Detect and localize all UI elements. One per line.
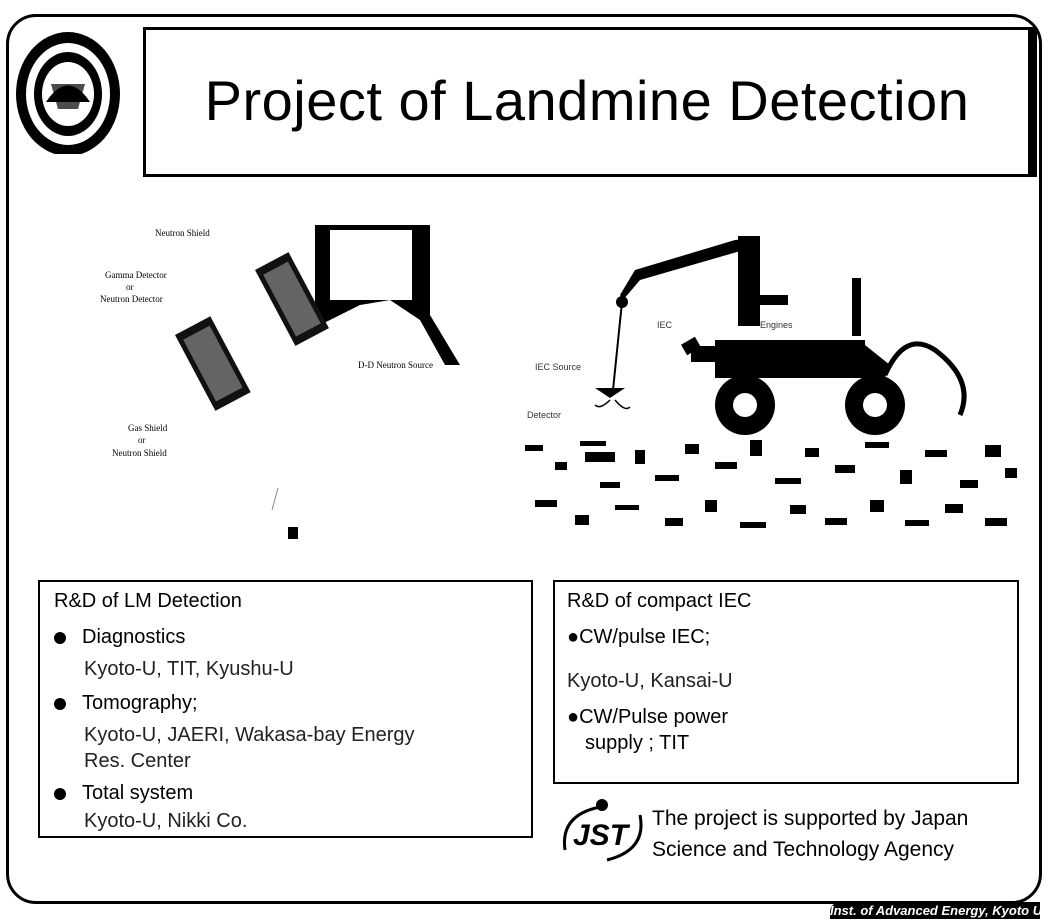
institute-footer: Inst. of Advanced Energy, Kyoto Univ. xyxy=(830,902,1040,919)
vehicle-svg xyxy=(515,236,1023,540)
item-diagnostics: Diagnostics xyxy=(54,626,185,649)
support-line-1: The project is supported by Japan xyxy=(652,807,969,830)
cw-pulse-power-detail: supply ; TIT xyxy=(585,732,690,754)
slide-title: Project of Landmine Detection xyxy=(204,69,970,132)
item-total-system: Total system xyxy=(54,782,193,805)
label-or-1: or xyxy=(126,282,134,292)
label-engines: Engines xyxy=(760,320,793,330)
label-neutron-shield-bottom: Neutron Shield xyxy=(112,448,167,458)
support-line-2: Science and Technology Agency xyxy=(652,838,954,861)
label-iec: IEC xyxy=(657,320,673,330)
label-or-2: or xyxy=(138,435,146,445)
item-diagnostics-label: Diagnostics xyxy=(82,626,186,648)
bullet-icon xyxy=(54,631,66,644)
compact-iec-box: R&D of compact IEC ●CW/pulse IEC; Kyoto-… xyxy=(553,580,1019,784)
item-total-system-label: Total system xyxy=(82,782,194,804)
bullet-icon xyxy=(54,697,66,710)
bullet-icon xyxy=(54,787,66,800)
detection-geometry-svg xyxy=(175,225,460,539)
university-seal-logo xyxy=(16,32,120,154)
label-neutron-shield-top: Neutron Shield xyxy=(155,228,210,238)
item-diagnostics-detail: Kyoto-U, TIT, Kyushu-U xyxy=(84,658,294,680)
detection-geometry-diagram: Neutron Shield Gamma Detector or Neutron… xyxy=(90,205,490,565)
label-dd-neutron-source: D-D Neutron Source xyxy=(358,360,433,370)
jst-logo-text: JST xyxy=(573,819,631,852)
label-gamma-detector: Gamma Detector xyxy=(105,270,167,280)
lm-detection-title: R&D of LM Detection xyxy=(54,590,242,612)
cw-pulse-iec: ●CW/pulse IEC; xyxy=(567,626,711,648)
item-total-system-detail: Kyoto-U, Nikki Co. xyxy=(84,810,248,832)
item-tomography-detail-1: Kyoto-U, JAERI, Wakasa-bay Energy xyxy=(84,724,415,746)
label-iec-source: IEC Source xyxy=(535,362,582,372)
detection-vehicle-diagram: IEC Engines IEC Source Detector xyxy=(505,200,1025,550)
support-statement: The project is supported by Japan Scienc… xyxy=(652,803,968,865)
item-tomography-label: Tomography; xyxy=(82,692,198,714)
item-tomography: Tomography; xyxy=(54,692,198,715)
jst-logo: JST xyxy=(562,799,643,862)
title-box: Project of Landmine Detection xyxy=(143,27,1031,177)
compact-iec-title: R&D of compact IEC xyxy=(567,590,752,612)
lm-detection-box: R&D of LM Detection Diagnostics Kyoto-U,… xyxy=(38,580,533,838)
cw-pulse-power: ●CW/Pulse power xyxy=(567,706,729,728)
label-detector: Detector xyxy=(527,410,562,420)
label-gas-shield: Gas Shield xyxy=(128,423,168,433)
slide-frame xyxy=(6,14,1042,904)
cw-pulse-iec-detail: Kyoto-U, Kansai-U xyxy=(567,670,733,692)
label-neutron-detector: Neutron Detector xyxy=(100,294,163,304)
item-tomography-detail-2: Res. Center xyxy=(84,750,191,772)
